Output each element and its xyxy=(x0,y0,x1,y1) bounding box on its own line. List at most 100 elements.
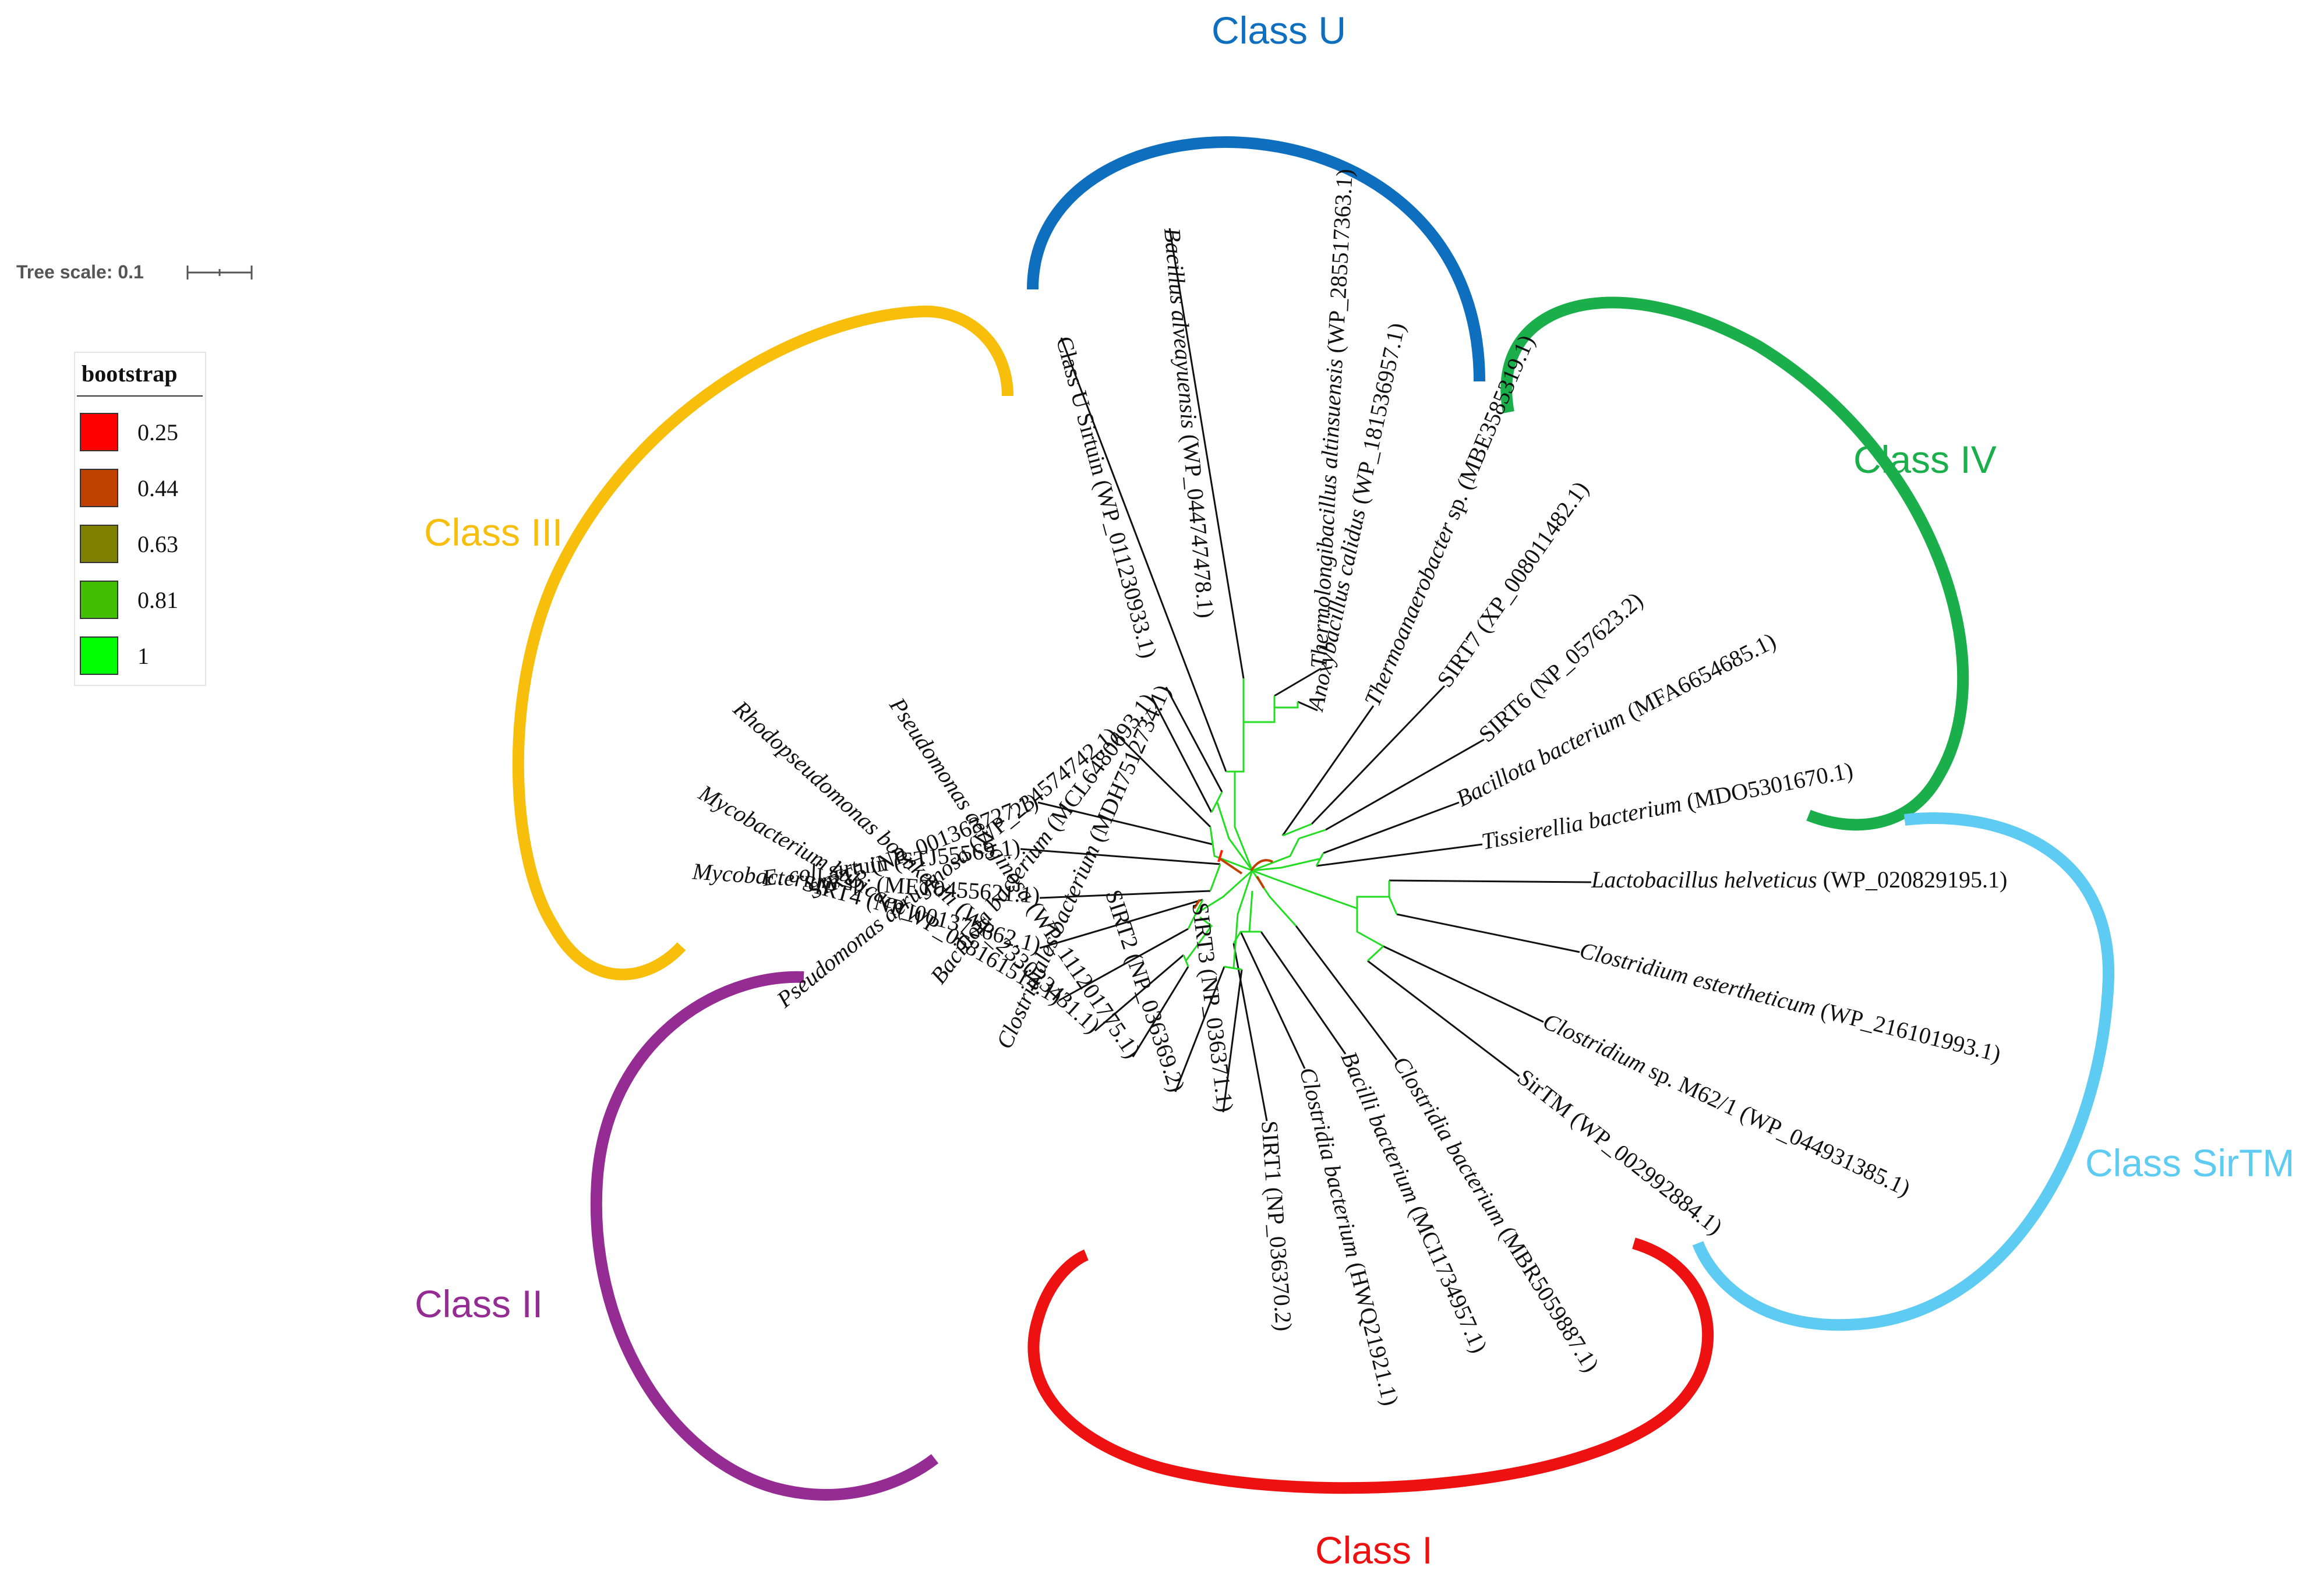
legend-value: 1 xyxy=(137,643,149,669)
internal-branch xyxy=(1388,880,1398,915)
leaf-accession: (WP_044747478.1) xyxy=(1177,427,1219,619)
class-labels: Class U Class IV Class SirTM Class I Cla… xyxy=(415,9,2294,1572)
legend-value: 0.81 xyxy=(137,587,178,613)
leaf-branch xyxy=(1239,931,1306,1069)
internal-branch xyxy=(1298,829,1326,840)
leaf-accession: sp. (MBE3585319.1) xyxy=(1436,331,1540,529)
tree-scale-label: Tree scale: 0.1 xyxy=(16,261,144,282)
internal-branch xyxy=(1232,870,1253,968)
leaf-accession: (NP_036369.2) xyxy=(1119,945,1190,1095)
bootstrap-legend: bootstrap 0.250.440.630.811 xyxy=(74,352,206,686)
leaf-branch xyxy=(1115,733,1212,828)
leaf-branch xyxy=(1389,879,1592,883)
class-label-iv: Class IV xyxy=(1853,438,1997,481)
tree-branches xyxy=(1020,228,1592,1122)
class-arc-sirtm xyxy=(1692,812,2115,1331)
leaf-accession: (WP_181536957.1) xyxy=(1345,320,1410,512)
leaf-branch xyxy=(1260,931,1347,1055)
legend-value: 0.44 xyxy=(137,475,178,501)
leaf-branch xyxy=(1396,913,1580,953)
legend-swatch xyxy=(80,581,118,619)
leaf-label: Clostridium estertheticum (WP_216101993.… xyxy=(1577,937,2004,1067)
internal-branch xyxy=(1234,772,1253,871)
leaf-accession: (WP_002992884.1) xyxy=(1562,1102,1728,1240)
leaf-accession: (WP_020829195.1) xyxy=(1817,866,2008,893)
leaf-accession: (MBR5059887.1) xyxy=(1491,1216,1605,1377)
leaf-label: SIRT3 (NP_036371.1) xyxy=(1187,901,1239,1113)
class-label-ii: Class II xyxy=(415,1282,543,1325)
leaf-branch xyxy=(1060,337,1227,772)
leaf-branch xyxy=(1165,687,1223,793)
leaf-branch xyxy=(1297,701,1318,712)
root-branches xyxy=(1193,850,1273,910)
leaf-accession: (WP_285517363.1) xyxy=(1322,168,1358,360)
leaf-accession: (NP_036370.2) xyxy=(1260,1180,1297,1332)
tree-scale-bar xyxy=(186,266,253,280)
internal-branch xyxy=(1274,702,1299,709)
internal-branch xyxy=(1232,931,1261,944)
internal-branch xyxy=(1210,835,1253,872)
legend-swatch xyxy=(80,636,118,675)
leaf-branch xyxy=(1274,667,1322,697)
leaf-branch xyxy=(1281,705,1375,836)
class-arc-iv xyxy=(1500,296,1969,831)
leaf-branch xyxy=(1039,899,1203,949)
leaf-accession: (WP_216101993.1) xyxy=(1813,996,2004,1067)
leaf-label: Lactobacillus helveticus (WP_020829195.1… xyxy=(1591,866,2007,893)
leaf-branch xyxy=(1020,848,1221,865)
leaf-label: Class U Sirtuin (WP_011230933.1) xyxy=(1051,334,1162,661)
leaf-accession: sp. M62/1 (WP_044931385.1) xyxy=(1640,1055,1915,1201)
leaf-branch xyxy=(1039,890,1211,899)
leaf-branch xyxy=(1323,801,1460,854)
class-arcs xyxy=(512,136,2115,1501)
leaf-branch xyxy=(1168,228,1245,679)
leaf-accession: (NP_036371.1) xyxy=(1195,961,1239,1113)
legend-box xyxy=(74,352,206,686)
leaf-species: Bacillus alveayuensis xyxy=(1159,227,1203,430)
internal-branch xyxy=(1226,696,1276,773)
legend-swatch xyxy=(80,469,118,507)
leaf-branch xyxy=(1232,943,1268,1122)
leaf-branch xyxy=(1151,697,1213,813)
internal-branch xyxy=(1356,896,1389,947)
leaf-accession: (WP_011230933.1) xyxy=(1088,471,1163,661)
internal-branch xyxy=(1224,965,1242,971)
internal-branch xyxy=(1195,869,1253,915)
legend-swatch xyxy=(80,413,118,451)
leaf-species: Clostridium xyxy=(1539,1008,1651,1079)
leaf-branch xyxy=(1295,925,1398,1060)
leaf-species: SIRT3 xyxy=(1187,901,1220,964)
leaf-accession: (HWQ21921.1) xyxy=(1341,1254,1404,1408)
leaf-branch xyxy=(1132,966,1189,1057)
leaf-species: Clostridium estertheticum xyxy=(1577,937,1819,1021)
tree-scale: Tree scale: 0.1 xyxy=(16,261,253,282)
leaf-accession: (MCI1734957.1) xyxy=(1402,1196,1493,1357)
internal-branch xyxy=(1216,802,1253,871)
internal-branch xyxy=(1315,853,1325,866)
leaf-accession: (XP_008011482.1) xyxy=(1467,476,1594,642)
leaf-labels: Class U Sirtuin (WP_011230933.1)Bacillus… xyxy=(691,168,2008,1408)
leaf-branch xyxy=(1058,928,1189,1002)
leaf-label: SIRT1 (NP_036370.2) xyxy=(1256,1120,1297,1332)
class-arc-ii xyxy=(590,971,939,1501)
internal-branch xyxy=(1366,945,1384,962)
internal-branch xyxy=(1210,791,1223,813)
class-arc-iii xyxy=(512,305,1013,981)
legend-items: 0.250.440.630.811 xyxy=(80,413,178,675)
leaf-label: Clostridium sp. M62/1 (WP_044931385.1) xyxy=(1539,1008,1914,1201)
legend-title: bootstrap xyxy=(82,360,177,387)
leaf-branch xyxy=(1037,801,1213,846)
internal-branch xyxy=(1252,858,1320,872)
leaf-species: Class U Sirtuin xyxy=(1051,334,1113,478)
class-label-sirtm: Class SirTM xyxy=(2085,1141,2294,1184)
leaf-species: Bacillota bacterium xyxy=(1452,704,1630,812)
leaf-species: Tissierellia bacterium xyxy=(1479,790,1684,855)
leaf-branch xyxy=(1222,969,1243,1113)
leaf-species: SIRT1 xyxy=(1256,1120,1287,1182)
class-arc-u xyxy=(1027,136,1485,382)
internal-branch xyxy=(1185,916,1213,961)
leaf-branch xyxy=(1367,960,1520,1077)
leaf-branch xyxy=(1094,954,1184,1032)
internal-branch xyxy=(1252,838,1300,872)
